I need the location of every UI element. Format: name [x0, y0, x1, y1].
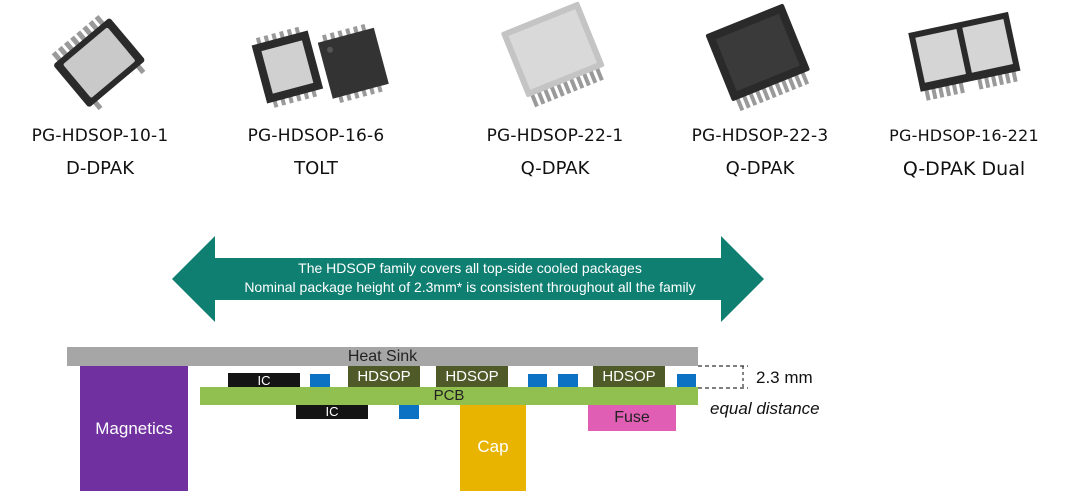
- package-type: D-DPAK: [65, 158, 135, 179]
- magnetics: Magnetics: [80, 366, 188, 491]
- package-type: TOLT: [294, 158, 338, 179]
- arrow-line-2: Nominal package height of 2.3mm* is cons…: [244, 279, 696, 295]
- hdsop-3-label: HDSOP: [602, 368, 656, 385]
- package-type: Q-DPAK Dual: [902, 158, 1026, 180]
- heat-sink-label: Heat Sink: [347, 348, 418, 365]
- cap: Cap: [460, 405, 526, 491]
- package-qdpak-dual-image: [908, 11, 1021, 101]
- package-type: Q-DPAK: [725, 158, 795, 179]
- ic-bottom-label: IC: [325, 404, 339, 419]
- heat-sink: Heat Sink: [67, 347, 698, 366]
- package-name: PG-HDSOP-22-3: [691, 126, 829, 146]
- package-d-dpak-image: [51, 15, 146, 111]
- cap-label: Cap: [477, 437, 509, 456]
- fuse-label: Fuse: [614, 409, 650, 426]
- double-arrow-shape: [172, 236, 764, 322]
- small-component: [528, 374, 547, 387]
- hdsop-2-label: HDSOP: [445, 368, 499, 385]
- equal-distance-label: equal distance: [710, 399, 820, 418]
- arrow-line-1: The HDSOP family covers all top-side coo…: [298, 260, 642, 276]
- height-dimension: [698, 365, 748, 389]
- height-label: 2.3 mm: [756, 368, 813, 387]
- hdsop-1: HDSOP: [348, 366, 420, 387]
- package-tolt: PG-HDSOP-16-6 TOLT: [226, 0, 406, 179]
- package-qdpak-22-1: PG-HDSOP-22-1 Q-DPAK: [465, 0, 645, 179]
- fuse: Fuse: [588, 405, 676, 431]
- package-qdpak-22-3-image: [705, 3, 810, 112]
- pcb-label: PCB: [433, 387, 465, 404]
- hdsop-1-label: HDSOP: [357, 368, 411, 385]
- ic-top-label: IC: [257, 373, 271, 388]
- package-name: PG-HDSOP-16-6: [247, 126, 385, 146]
- small-component: [558, 374, 578, 387]
- package-name: PG-HDSOP-22-1: [486, 126, 624, 146]
- package-tolt-image: [251, 23, 389, 108]
- small-component: [399, 405, 419, 419]
- ic-bottom: IC: [296, 405, 368, 419]
- magnetics-label: Magnetics: [95, 419, 173, 438]
- package-name: PG-HDSOP-16-221: [889, 126, 1039, 145]
- package-type: Q-DPAK: [520, 158, 590, 179]
- package-qdpak-dual: PG-HDSOP-16-221 Q-DPAK Dual: [874, 0, 1054, 180]
- package-qdpak-22-3: PG-HDSOP-22-3 Q-DPAK: [670, 0, 850, 179]
- pcb: PCB: [200, 387, 698, 405]
- ic-top: IC: [228, 373, 300, 388]
- arrow-text: The HDSOP family covers all top-side coo…: [200, 259, 740, 297]
- hdsop-3: HDSOP: [593, 366, 665, 387]
- small-component: [310, 374, 330, 387]
- package-d-dpak: PG-HDSOP-10-1 D-DPAK: [10, 0, 190, 179]
- small-component: [677, 374, 696, 387]
- hdsop-2: HDSOP: [436, 366, 508, 387]
- package-qdpak-22-1-image: [501, 1, 605, 108]
- package-name: PG-HDSOP-10-1: [31, 126, 169, 146]
